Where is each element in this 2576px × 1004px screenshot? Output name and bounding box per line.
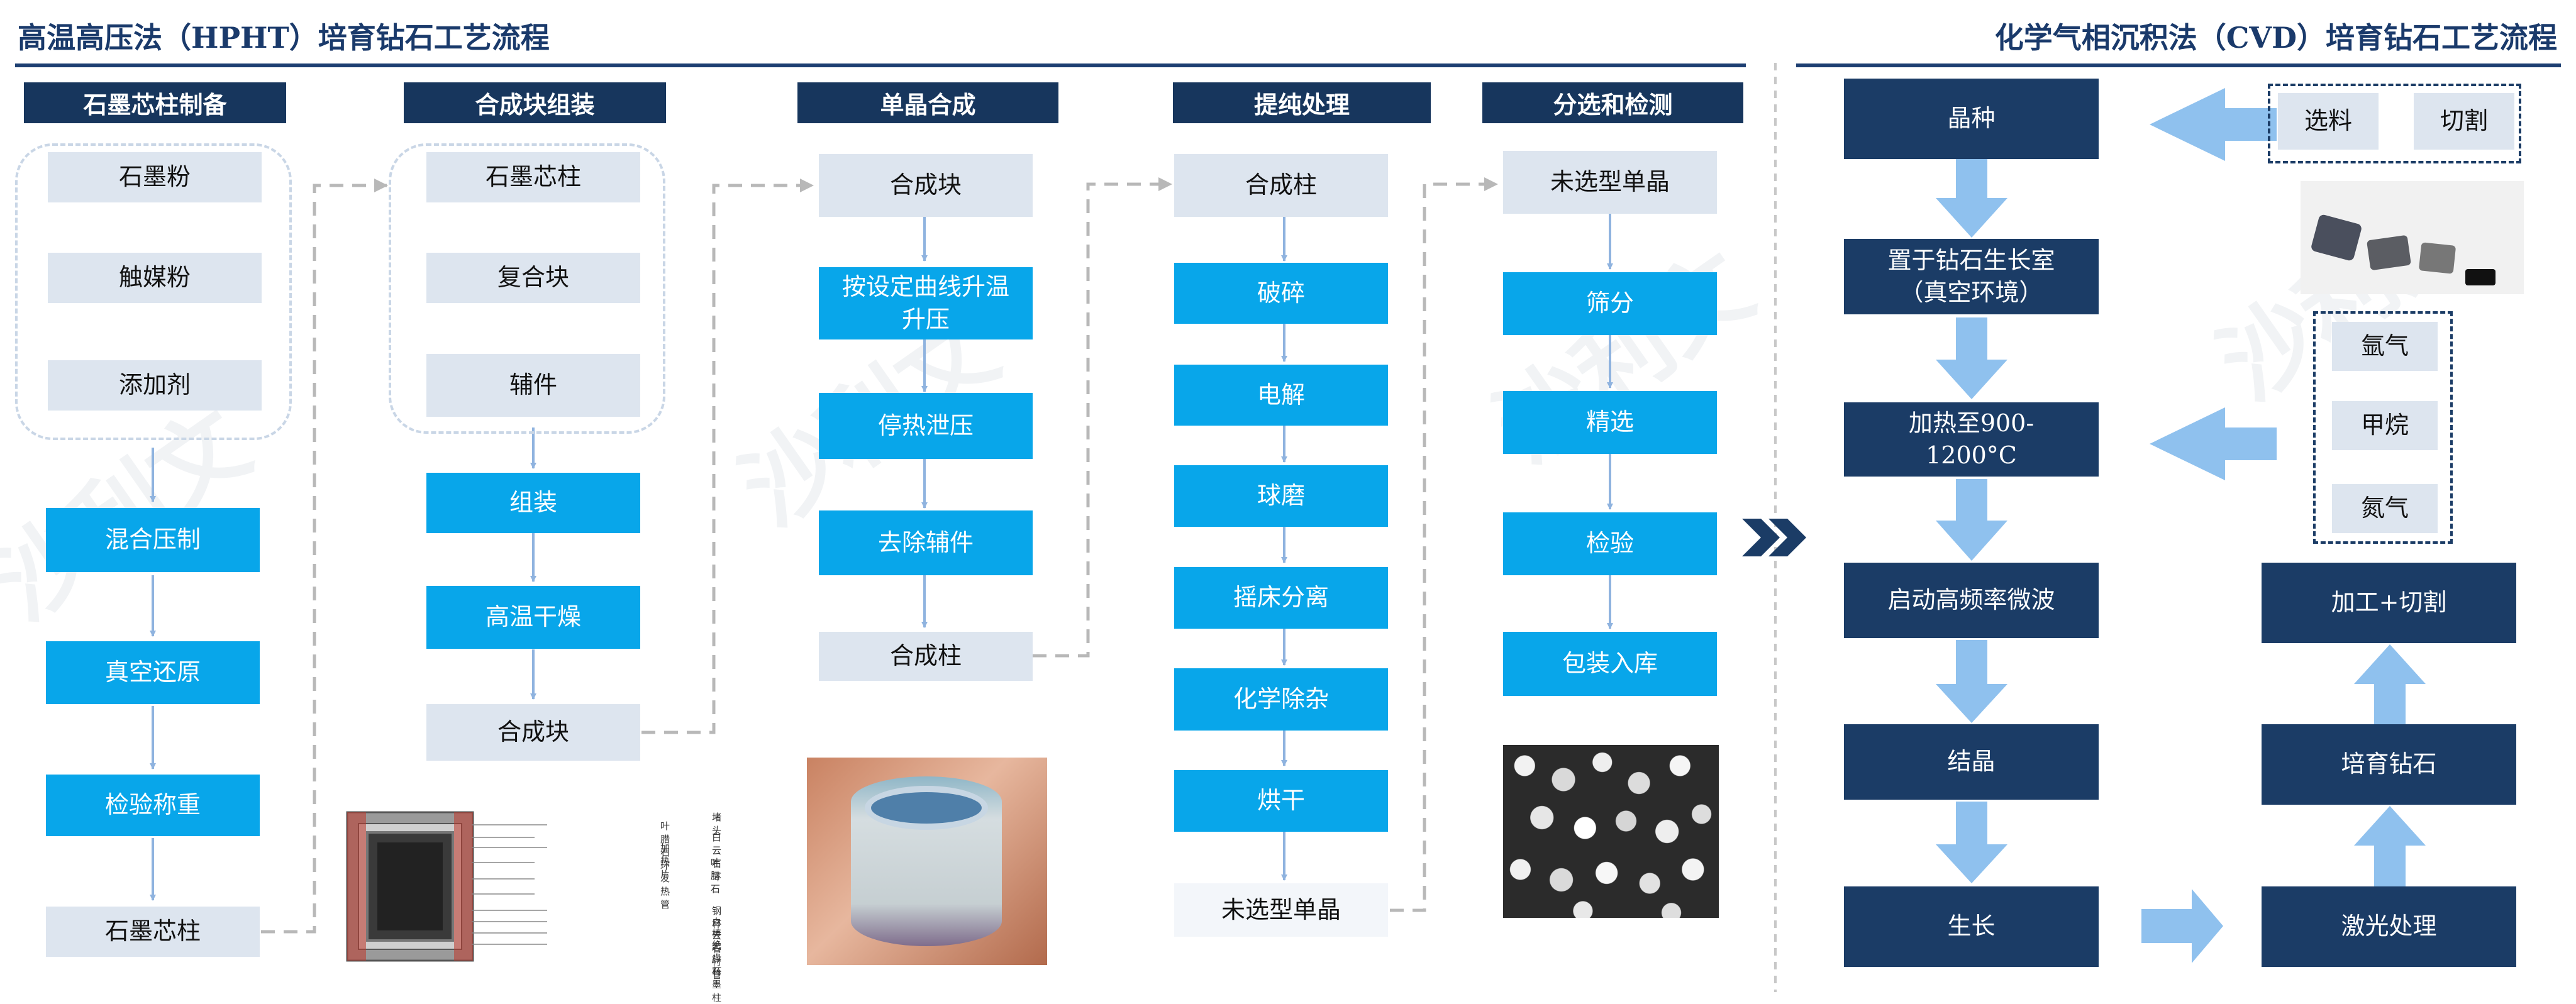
- diagram-label: 绝缘杯: [712, 939, 722, 977]
- chevron-right-icon: [1742, 519, 1806, 556]
- step-box: 触媒粉: [48, 253, 262, 303]
- section-header: 分选和检测: [1482, 82, 1743, 123]
- step-box: 真空还原: [46, 641, 260, 704]
- step-box: 合成柱: [1174, 154, 1388, 217]
- single-crystal-image: [1503, 745, 1719, 918]
- step-box: 添加剂: [48, 360, 262, 411]
- cvd-step: 生长: [1844, 886, 2099, 967]
- diagram-label: 叶腊石: [711, 857, 721, 895]
- step-box: 精选: [1503, 391, 1717, 454]
- gas-box: 氩气: [2332, 322, 2438, 371]
- hpht-title: 高温高压法（HPHT）培育钻石工艺流程: [18, 21, 550, 55]
- step-box: 球磨: [1174, 465, 1388, 527]
- step-box: 复合块: [426, 253, 640, 303]
- diagram-label: 发热管: [660, 873, 670, 910]
- step-box: 合成柱: [819, 632, 1033, 681]
- diagram-label: 钢杯: [712, 905, 722, 930]
- step-box: 石墨芯柱: [46, 907, 260, 957]
- step-box: 化学除杂: [1174, 668, 1388, 731]
- cvd-step: 结晶: [1844, 724, 2099, 800]
- diagram-label: 堵头: [712, 812, 722, 836]
- step-box: 包装入库: [1503, 632, 1717, 696]
- step-box: 石墨粉: [48, 152, 262, 202]
- step-box: 合成块: [819, 154, 1033, 217]
- step-box: 破碎: [1174, 263, 1388, 324]
- step-box: 组装: [426, 473, 640, 533]
- step-box: 按设定曲线升温升压: [819, 267, 1033, 339]
- step-box: 未选型单晶: [1503, 151, 1717, 214]
- raw-materials-group: [15, 143, 292, 440]
- cvd-step: 晶种: [1844, 79, 2099, 159]
- step-box: 石墨芯柱: [426, 152, 640, 202]
- synthesis-block-image: [807, 758, 1047, 965]
- step-box: 合成块: [426, 704, 640, 761]
- step-box: 烘干: [1174, 770, 1388, 832]
- cvd-title-rule: [1796, 63, 2561, 67]
- diagram-label: 白云石环: [712, 832, 722, 883]
- step-box: 检验称重: [46, 775, 260, 836]
- cvd-step: 加热至900-1200°C: [1844, 402, 2099, 477]
- prep-group: [2268, 84, 2521, 163]
- gas-box: 甲烷: [2332, 401, 2438, 450]
- step-box: 未选型单晶: [1174, 883, 1388, 937]
- prep-step: 选料: [2278, 93, 2379, 150]
- gas-group: [2313, 311, 2453, 544]
- synthesis-block-diagram: 堵头 叶腊石环 白云石环 加热片 叶腊石 发热管 钢杯 白云石衬管 棒芯 / 石…: [346, 811, 721, 1003]
- step-box: 摇床分离: [1174, 567, 1388, 629]
- step-box: 混合压制: [46, 508, 260, 572]
- gas-box: 氮气: [2332, 484, 2438, 533]
- step-box: 去除辅件: [819, 510, 1033, 575]
- seed-crystal-image: [2301, 181, 2524, 294]
- cvd-arrows: [1936, 88, 2426, 963]
- hpht-title-rule: [15, 63, 1746, 67]
- cvd-step: 加工+切割: [2262, 563, 2516, 643]
- step-box: 筛分: [1503, 272, 1717, 335]
- diagram-label: 加热片: [660, 842, 670, 880]
- step-box: 电解: [1174, 365, 1388, 426]
- prep-step: 切割: [2414, 93, 2514, 150]
- cvd-step: 置于钻石生长室（真空环境）: [1844, 239, 2099, 314]
- section-header: 提纯处理: [1173, 82, 1431, 123]
- cvd-step: 培育钻石: [2262, 724, 2516, 805]
- section-header: 单晶合成: [797, 82, 1058, 123]
- diagram-label: 叶腊石环: [660, 820, 670, 871]
- section-header: 石墨芯柱制备: [24, 82, 286, 123]
- cvd-step: 激光处理: [2262, 886, 2516, 967]
- step-box: 检验: [1503, 512, 1717, 575]
- step-box: 停热泄压: [819, 393, 1033, 459]
- section-header: 合成块组装: [404, 82, 666, 123]
- step-box: 高温干燥: [426, 586, 640, 649]
- components-group: [389, 143, 665, 434]
- diagram-label: 白云石衬管: [712, 917, 722, 981]
- cvd-title: 化学气相沉积法（CVD）培育钻石工艺流程: [1994, 21, 2557, 55]
- cvd-step: 启动高频率微波: [1844, 563, 2099, 638]
- step-box: 辅件: [426, 354, 640, 417]
